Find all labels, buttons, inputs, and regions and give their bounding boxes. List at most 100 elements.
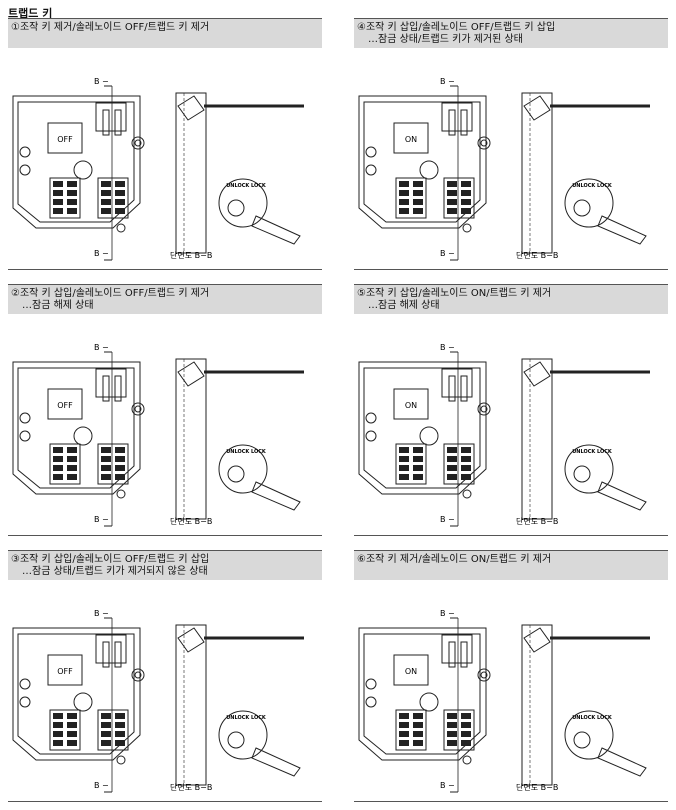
terminal: [67, 190, 77, 196]
lock-plate: [218, 178, 268, 228]
contact-block: [443, 709, 475, 751]
section-mark-b: B −: [440, 77, 455, 86]
mount-hole-icon: [365, 430, 377, 442]
lock-cylinder: [573, 731, 591, 749]
section-caption: 단면도 B−B: [170, 250, 212, 260]
terminal: [413, 181, 423, 187]
terminal: [413, 722, 423, 728]
terminal: [53, 190, 63, 196]
contact-block: [395, 177, 427, 219]
section-caption: 단면도 B−B: [516, 516, 558, 526]
section-mark-b: B −: [440, 515, 455, 524]
side-boss: [131, 402, 145, 416]
switch-housing: [12, 361, 141, 495]
side-boss-inner: [480, 671, 488, 679]
panel-header: ②조작 키 삽입/솔레노이드 OFF/트랩드 키 제거 …잠금 해제 상태: [8, 284, 322, 314]
indicator-state: OFF: [57, 135, 73, 144]
mount-hole-icon: [19, 412, 31, 424]
cam-wheel: [73, 692, 93, 712]
terminal: [53, 199, 63, 205]
plunger: [448, 109, 456, 136]
key-head: [177, 95, 205, 121]
panel-caption: ④조작 키 삽입/솔레노이드 OFF/트랩드 키 삽입: [357, 22, 556, 33]
trapped-key: [597, 747, 647, 777]
terminal: [399, 208, 409, 214]
section-view: [175, 358, 207, 520]
trapped-key: [251, 215, 301, 245]
terminal: [53, 474, 63, 480]
terminal: [447, 208, 457, 214]
contact-block: [97, 443, 129, 485]
panel-caption: ⑤조작 키 삽입/솔레노이드 ON/트랩드 키 제거: [357, 288, 552, 299]
indicator-window: [393, 388, 429, 420]
terminal: [413, 447, 423, 453]
terminal: [115, 190, 125, 196]
mount-hole-icon: [19, 678, 31, 690]
terminal: [67, 456, 77, 462]
terminal: [399, 199, 409, 205]
mount-hole-icon: [462, 223, 472, 233]
terminal: [461, 474, 471, 480]
section-mark-b: B −: [94, 515, 109, 524]
terminal: [53, 208, 63, 214]
cam-wheel: [419, 426, 439, 446]
terminal: [447, 465, 457, 471]
terminal: [53, 456, 63, 462]
mount-hole-icon: [19, 696, 31, 708]
side-boss-inner: [480, 139, 488, 147]
panel-caption-sub: …잠금 해제 상태: [22, 300, 94, 311]
terminal: [101, 713, 111, 719]
terminal: [101, 456, 111, 462]
indicator-window: [47, 654, 83, 686]
terminal: [447, 474, 457, 480]
switch-housing: [358, 95, 487, 229]
terminal: [53, 731, 63, 737]
section-mark-b: B −: [94, 609, 109, 618]
side-boss-inner: [134, 671, 142, 679]
lock-plate-text: UNLOCK LOCK: [226, 183, 267, 189]
lock-cylinder: [227, 465, 245, 483]
panel-header: ①조작 키 제거/솔레노이드 OFF/트랩드 키 제거: [8, 18, 322, 48]
terminal: [67, 465, 77, 471]
indicator-state: OFF: [57, 401, 73, 410]
terminal: [115, 740, 125, 746]
terminal: [413, 190, 423, 196]
terminal: [115, 208, 125, 214]
terminal: [447, 740, 457, 746]
panel-divider: [8, 269, 322, 270]
terminal: [461, 465, 471, 471]
housing-inner: [363, 101, 481, 223]
panel-divider: [354, 269, 668, 270]
terminal: [101, 199, 111, 205]
section-mark-b: B −: [94, 781, 109, 790]
solenoid-block: [95, 368, 127, 398]
terminal: [101, 731, 111, 737]
terminal: [67, 722, 77, 728]
section-view: [521, 92, 553, 254]
panel-caption-sub: …잠금 상태/트랩드 키가 제거되지 않은 상태: [22, 566, 208, 577]
terminal: [67, 474, 77, 480]
terminal: [461, 740, 471, 746]
terminal: [53, 713, 63, 719]
mount-hole-icon: [365, 146, 377, 158]
terminal: [461, 713, 471, 719]
lock-plate-text: UNLOCK LOCK: [226, 449, 267, 455]
terminal: [115, 181, 125, 187]
terminal: [413, 208, 423, 214]
terminal: [101, 465, 111, 471]
lock-cylinder: [573, 199, 591, 217]
indicator-state: ON: [405, 135, 417, 144]
terminal: [399, 713, 409, 719]
plunger: [102, 375, 110, 402]
section-mark-b: B −: [440, 249, 455, 258]
plunger: [114, 375, 122, 402]
plunger: [448, 641, 456, 668]
lock-plate: [218, 710, 268, 760]
housing-inner: [17, 367, 135, 489]
key-head: [177, 627, 205, 653]
section-view: [521, 624, 553, 786]
side-boss-inner: [134, 139, 142, 147]
mount-hole-icon: [365, 164, 377, 176]
indicator-window: [47, 388, 83, 420]
